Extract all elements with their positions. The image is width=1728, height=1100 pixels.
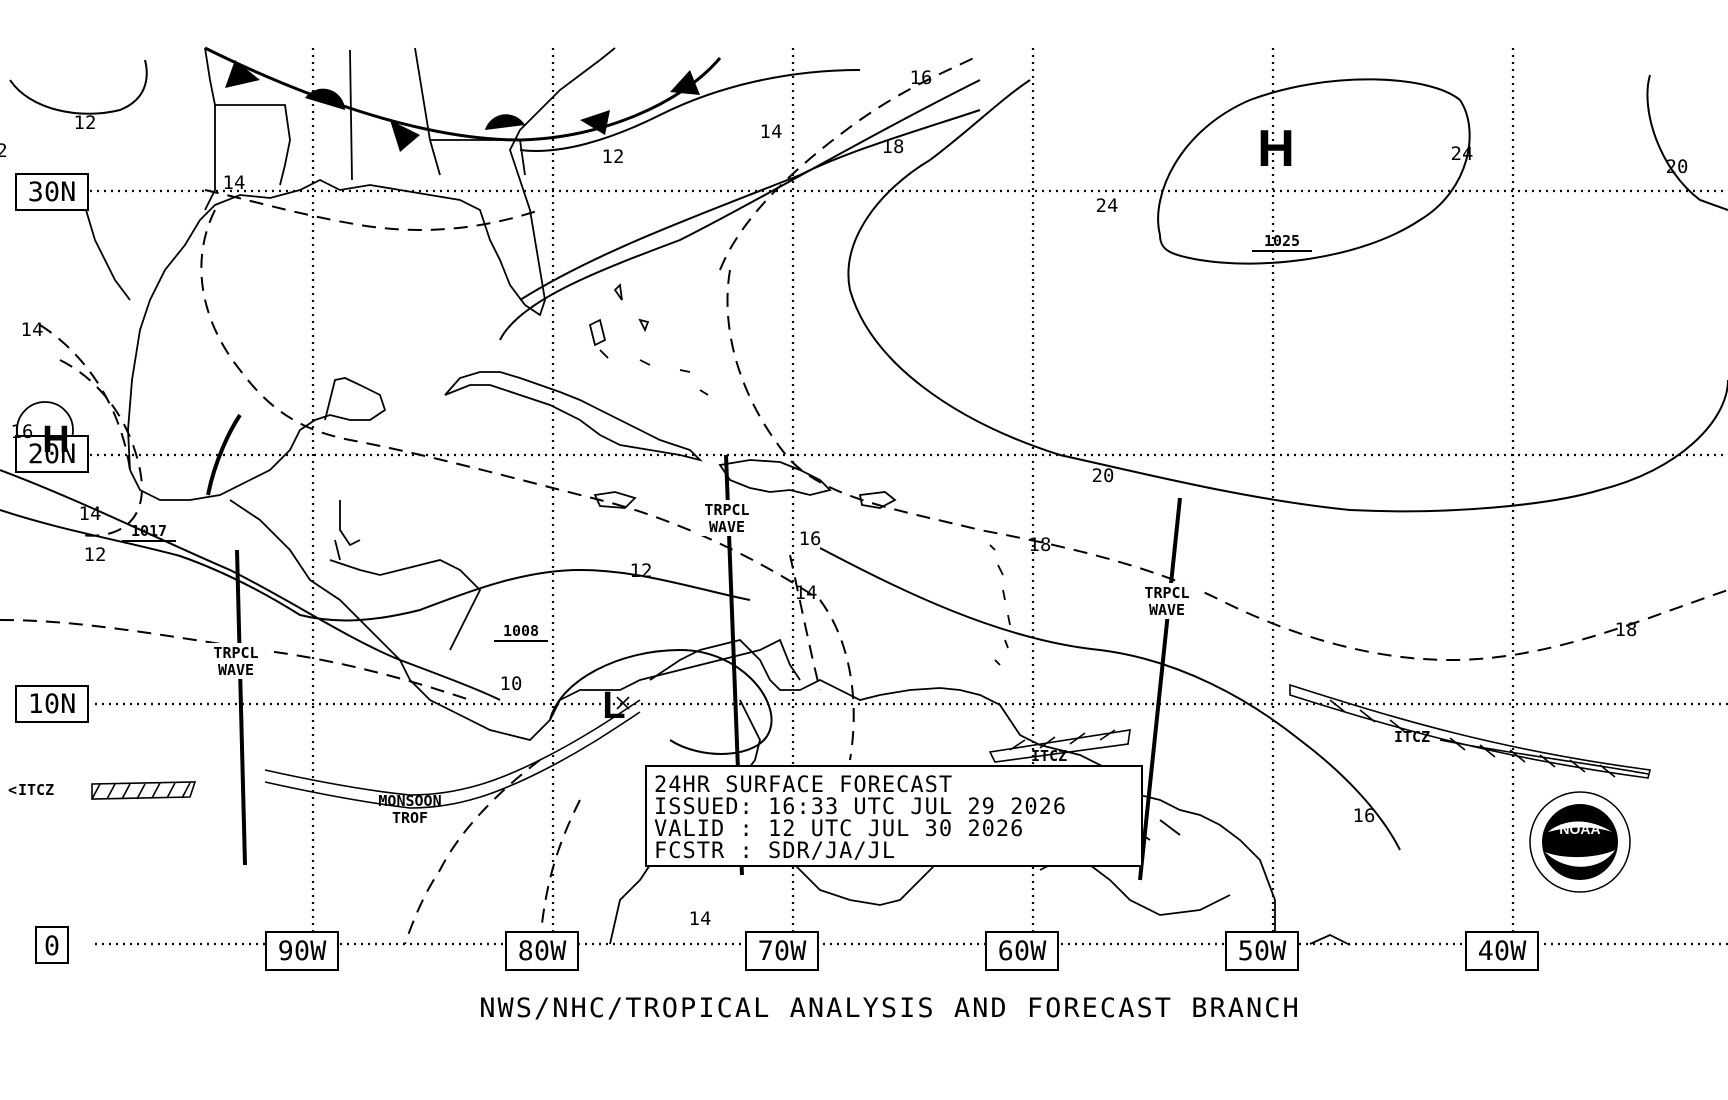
lat-20n: 20N [28, 439, 77, 470]
lat-30n: 30N [28, 177, 77, 208]
isobar-label: 18 [1029, 534, 1052, 556]
isobar-label: 14 [760, 121, 783, 143]
lon-50w: 50W [1238, 936, 1288, 967]
isobar-label: 16 [11, 421, 34, 443]
tropical-wave-label: TRPCL [704, 501, 749, 519]
isobar-label: 16 [910, 67, 933, 89]
lon-70w: 70W [758, 936, 808, 967]
isobar-label: 14 [223, 172, 246, 194]
high-center-atlantic: H [1257, 120, 1295, 178]
forecast-forecasters: FCSTR : SDR/JA/JL [654, 839, 896, 864]
itcz-label-left: < [8, 781, 17, 799]
isobar-label: 12 [630, 560, 653, 582]
high-center-gulf: H [42, 419, 69, 461]
footer-branch-credit: NWS/NHC/TROPICAL ANALYSIS AND FORECAST B… [479, 993, 1301, 1024]
tropical-wave-label: TRPCL [213, 644, 258, 662]
cold-front [204, 46, 722, 152]
isobars-dashed [0, 54, 1728, 945]
feature-labels: TRPCL WAVE TRPCL WAVE TRPCL WAVE < ITCZ … [8, 500, 1430, 827]
itcz-bands [91, 683, 1651, 800]
lon-90w: 90W [278, 936, 328, 967]
isobar-label: 14 [21, 319, 44, 341]
monsoon-trough [264, 699, 641, 809]
isobar-label: 2 [0, 140, 8, 162]
high-pressure-value-gulf: 1017 [131, 522, 167, 540]
isobar-label: 18 [882, 136, 905, 158]
isobar-label: 16 [1353, 805, 1376, 827]
noaa-logo-text: NOAA [1559, 821, 1600, 837]
tropical-wave-label: TRPCL [1144, 584, 1189, 602]
monsoon-trough-label: TROF [392, 809, 428, 827]
tropical-wave-axis-89w [235, 549, 247, 866]
isobar-label: 12 [602, 146, 625, 168]
longitude-labels: 90W 80W 70W 60W 50W 40W [265, 931, 1539, 971]
itcz-label: ITCZ [1031, 747, 1067, 765]
tropical-wave-label: WAVE [218, 661, 254, 679]
isobar-label: 24 [1451, 143, 1474, 165]
forecast-title: 24HR SURFACE FORECAST [654, 773, 953, 798]
isobar-labels: 12 16 14 18 12 14 24 24 20 2 14 16 14 12… [0, 67, 1688, 930]
lon-80w: 80W [518, 936, 568, 967]
tropical-wave-axis-54w [1138, 497, 1182, 881]
isobar-label: 18 [1615, 619, 1638, 641]
isobar-label: 10 [500, 673, 523, 695]
itcz-label: ITCZ [1394, 728, 1430, 746]
graticule [90, 48, 1728, 946]
pressure-centers: H 1025 H 1017 L 1008 [42, 120, 1312, 727]
isobar-label: 14 [689, 908, 712, 930]
trough-axis-gulf [206, 413, 242, 496]
isobar-label: 14 [79, 503, 102, 525]
isobars-solid [0, 59, 1728, 851]
lon-60w: 60W [998, 936, 1048, 967]
forecast-valid: VALID : 12 UTC JUL 30 2026 [654, 817, 1024, 842]
isobar-label: 12 [74, 112, 97, 134]
high-pressure-value-atlantic: 1025 [1264, 232, 1300, 250]
forecast-issued: ISSUED: 16:33 UTC JUL 29 2026 [654, 795, 1067, 820]
tropical-wave-label: WAVE [709, 518, 745, 536]
lat-equator: 0 [44, 931, 60, 962]
monsoon-trough-label: MONSOON [378, 792, 441, 810]
forecast-info-box: 24HR SURFACE FORECAST ISSUED: 16:33 UTC … [645, 765, 1143, 867]
latitude-labels: 30N 20N 10N 0 [15, 173, 89, 964]
isobar-label: 12 [84, 544, 107, 566]
isobar-label: 14 [795, 582, 818, 604]
isobar-label: 24 [1096, 195, 1119, 217]
tropical-wave-label: WAVE [1149, 601, 1185, 619]
lat-10n: 10N [28, 689, 77, 720]
noaa-logo: NOAA [1529, 791, 1631, 893]
low-center-caribbean: L [602, 685, 625, 727]
itcz-label: ITCZ [18, 781, 54, 799]
low-center-mark [616, 696, 630, 710]
isobar-label: 16 [799, 528, 822, 550]
isobar-label: 20 [1092, 465, 1115, 487]
isobar-label: 20 [1666, 156, 1689, 178]
lon-40w: 40W [1478, 936, 1528, 967]
low-pressure-value-caribbean: 1008 [503, 622, 539, 640]
